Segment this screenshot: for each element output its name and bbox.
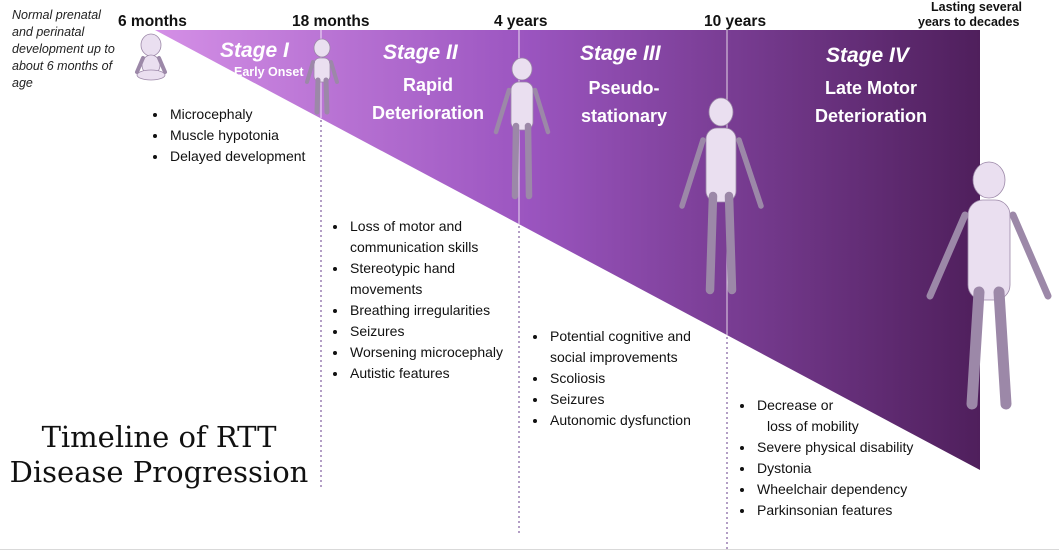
symptom-item: Decrease or loss of mobility <box>755 395 913 437</box>
progression-wedge <box>155 30 980 470</box>
symptom-item: Seizures <box>348 321 503 342</box>
symptom-item: Severe physical disability <box>755 437 913 458</box>
stage-4-title: Stage IV <box>826 44 909 67</box>
stage-2-symptoms: Loss of motor and communication skills S… <box>330 216 503 384</box>
title-line-1: Timeline of RTT <box>41 420 277 454</box>
symptom-item: Potential cognitive and social improveme… <box>548 326 691 368</box>
stage-1-subtitle: Early Onset <box>234 65 304 79</box>
symptom-item: Stereotypic hand movements <box>348 258 503 300</box>
lasting-line-1: Lasting several <box>931 0 1023 14</box>
symptom-item: Worsening microcephaly <box>348 342 503 363</box>
symptom-line: loss of mobility <box>767 418 859 434</box>
stage-4-subtitle-line-1: Late Motor <box>825 78 917 98</box>
symptom-line: social improvements <box>550 349 678 365</box>
stage-2-subtitle-line-1: Rapid <box>402 75 453 95</box>
timeline-label-6-months: 6 months <box>118 13 187 30</box>
symptom-line: Decrease or <box>757 397 834 413</box>
woman-figure <box>926 161 1052 410</box>
symptom-item: Parkinsonian features <box>755 500 913 521</box>
stage-2-subtitle-line-2: Deterioration <box>371 103 485 123</box>
symptom-line: movements <box>350 281 423 297</box>
stage-2-title: Stage II <box>383 41 458 64</box>
symptom-line: Loss of motor and <box>350 218 463 234</box>
stage-1-symptoms: Microcephaly Muscle hypotonia Delayed de… <box>150 104 305 167</box>
symptom-item: Muscle hypotonia <box>168 125 305 146</box>
timeline-label-4-years: 4 years <box>494 13 548 30</box>
symptom-item: Microcephaly <box>168 104 305 125</box>
symptom-item: Autistic features <box>348 363 503 384</box>
diagram-title: Timeline of RTT Disease Progression <box>0 420 318 490</box>
symptom-line: Stereotypic hand <box>350 260 456 276</box>
stage-4-subtitle-line-2: Deterioration <box>814 106 928 126</box>
symptom-item: Dystonia <box>755 458 913 479</box>
symptom-item: Autonomic dysfunction <box>548 410 691 431</box>
bottom-divider <box>0 549 1059 550</box>
title-line-2: Disease Progression <box>9 455 309 489</box>
stage-3-subtitle-line-1: Pseudo- <box>588 78 660 98</box>
stage-3-title: Stage III <box>580 42 661 65</box>
lasting-line-2: years to decades <box>918 15 1020 29</box>
stage-2-subtitle: Rapid Deterioration <box>358 71 498 127</box>
symptom-line: communication skills <box>350 239 479 255</box>
symptom-item: Seizures <box>548 389 691 410</box>
symptom-item: Delayed development <box>168 146 305 167</box>
symptom-item: Loss of motor and communication skills <box>348 216 503 258</box>
stage-3-subtitle: Pseudo- stationary <box>564 74 684 130</box>
stage-3-symptoms: Potential cognitive and social improveme… <box>530 326 691 431</box>
stage-3-subtitle-line-2: stationary <box>580 106 668 126</box>
stage-4-symptoms: Decrease or loss of mobility Severe phys… <box>737 395 913 521</box>
teen-figure <box>679 97 764 295</box>
symptom-line: Potential cognitive and <box>550 328 691 344</box>
stage-4-subtitle: Late Motor Deterioration <box>800 74 942 130</box>
baby-figure <box>135 33 167 81</box>
stage-1-title: Stage I <box>220 39 289 62</box>
symptom-item: Scoliosis <box>548 368 691 389</box>
child-figure <box>493 57 551 200</box>
timeline-label-10-years: 10 years <box>704 13 767 30</box>
toddler-figure <box>305 38 339 115</box>
symptom-item: Breathing irregularities <box>348 300 503 321</box>
timeline-label-lasting: Lasting several years to decades <box>918 0 1058 30</box>
prenatal-note: Normal prenatal and perinatal developmen… <box>12 8 115 90</box>
timeline-label-18-months: 18 months <box>292 13 370 30</box>
symptom-item: Wheelchair dependency <box>755 479 913 500</box>
